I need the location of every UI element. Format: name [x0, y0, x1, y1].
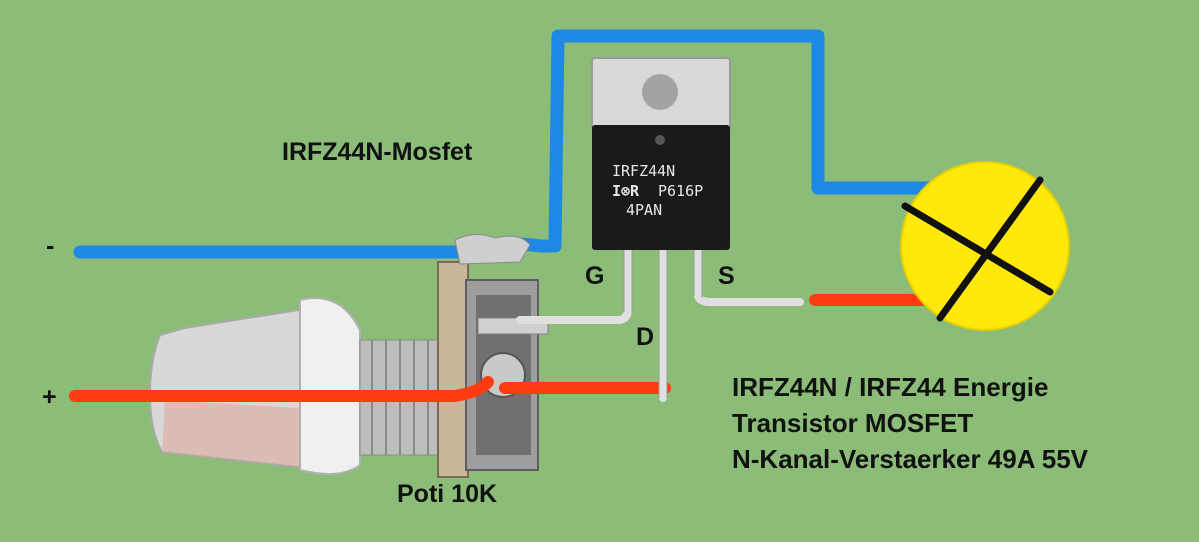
- mosfet-transistor: IRFZ44N I⊗R P616P 4PAN: [591, 57, 731, 250]
- pin-source-label: S: [718, 262, 735, 290]
- potentiometer-knob: [148, 297, 441, 475]
- solder-joint: [454, 234, 531, 265]
- description-block: IRFZ44N / IRFZ44 Energie Transistor MOSF…: [732, 369, 1088, 477]
- ir-logo-icon: I⊗R: [612, 182, 640, 200]
- pin-gate-label: G: [585, 262, 605, 290]
- potentiometer-label: Poti 10K: [397, 480, 498, 508]
- pin-drain-label: D: [636, 323, 655, 351]
- chip-marking-line2: P616P: [658, 182, 703, 200]
- mosfet-pin-outlines: [623, 250, 703, 398]
- mosfet-title: IRFZ44N-Mosfet: [282, 138, 473, 166]
- description-line-2: Transistor MOSFET: [732, 408, 974, 438]
- chip-marking-line1: IRFZ44N: [612, 162, 675, 180]
- positive-terminal-label: +: [42, 383, 57, 411]
- lamp-icon: [900, 161, 1070, 331]
- positive-wire: [69, 376, 671, 402]
- mosfet-pins: [516, 246, 804, 402]
- negative-wire: [73, 29, 937, 259]
- potentiometer-body: [437, 261, 549, 478]
- description-line-3: N-Kanal-Verstaerker 49A 55V: [732, 444, 1089, 474]
- negative-terminal-label: -: [46, 232, 55, 260]
- chip-marking-line3: 4PAN: [626, 201, 662, 219]
- description-line-1: IRFZ44N / IRFZ44 Energie: [732, 372, 1049, 402]
